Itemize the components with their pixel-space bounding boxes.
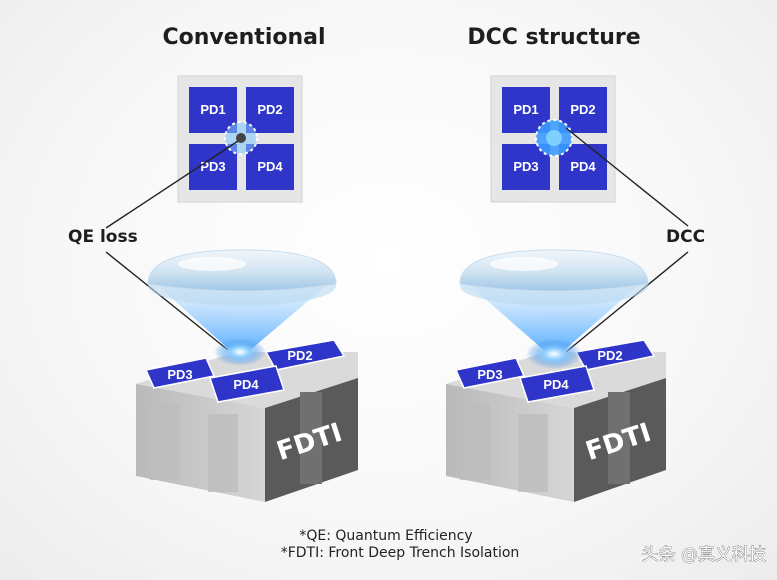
conventional-title: Conventional xyxy=(162,25,325,50)
center-loss-dot xyxy=(236,133,246,143)
footnote-qe: *QE: Quantum Efficiency xyxy=(299,528,472,544)
dcc-pointer-top xyxy=(565,127,689,227)
block-side-stripe xyxy=(300,392,322,484)
block-pixel-pd4 xyxy=(519,365,595,403)
pixel-pd1-label: PD1 xyxy=(200,102,225,117)
conventional-pixel-array: PD1 PD2 PD3 PD4 xyxy=(177,75,303,203)
pixel-pd2-label: PD2 xyxy=(570,102,595,117)
dcc-core xyxy=(546,130,562,146)
lens-dome xyxy=(459,249,649,292)
dcc-pointer-bottom xyxy=(565,251,689,353)
block-front-stripe xyxy=(150,404,180,480)
pixel-pd2 xyxy=(246,87,294,133)
pixel-pd4-label: PD4 xyxy=(257,159,283,174)
block-pd3-label: PD3 xyxy=(167,367,192,382)
block-pd4-label: PD4 xyxy=(233,377,259,392)
block-pixel-pd4 xyxy=(209,365,285,403)
dcc-microlens xyxy=(459,249,649,369)
dcc-title: DCC structure xyxy=(467,25,640,50)
block-pixel-pd3 xyxy=(144,357,216,389)
focus-glow xyxy=(214,338,266,366)
qe-loss-pointer-top xyxy=(105,140,239,229)
lens-dome xyxy=(147,249,337,292)
qe-loss-pointer-bottom xyxy=(105,251,229,351)
pixel-pd2-label: PD2 xyxy=(257,102,282,117)
pixel-pd3 xyxy=(502,144,550,190)
pixel-pd4 xyxy=(246,144,294,190)
block-pd2-label: PD2 xyxy=(287,348,312,363)
block-pixel-pd2 xyxy=(574,339,656,371)
dcc-fdti-block: PD2 PD3 PD4 FDTI xyxy=(446,339,666,502)
lens-highlight xyxy=(178,257,246,271)
conventional-fdti-block: PD2 PD3 PD4 FDTI xyxy=(136,339,358,502)
conventional-microlens xyxy=(147,249,337,366)
block-pd4-label: PD4 xyxy=(543,377,569,392)
dcc-pixel-array: PD1 PD2 PD3 PD4 xyxy=(490,75,616,203)
pixel-pd4-label: PD4 xyxy=(570,159,596,174)
pixel-pd3-label: PD3 xyxy=(200,159,225,174)
watermark-text: 头条 @真义科技 xyxy=(642,545,766,565)
block-pd2-label: PD2 xyxy=(597,348,622,363)
pixel-pd3 xyxy=(189,144,237,190)
block-pixel-pd3 xyxy=(454,357,526,389)
conventional-panel: Conventional PD1 PD2 PD3 PD4 QE loss xyxy=(68,25,358,502)
pixel-pd3-label: PD3 xyxy=(513,159,538,174)
dcc-label: DCC xyxy=(666,227,705,247)
footnote-fdti: *FDTI: Front Deep Trench Isolation xyxy=(281,545,520,561)
block-pixel-pd2 xyxy=(264,339,346,371)
light-spot-dashed-ring xyxy=(224,121,258,155)
dcc-panel: DCC structure PD1 PD2 PD3 PD4 DCC xyxy=(446,25,705,502)
block-front-stripe xyxy=(208,414,238,492)
focus-glow xyxy=(526,339,582,369)
dcc-dashed-ring xyxy=(535,119,573,157)
pixel-pd1-label: PD1 xyxy=(513,102,538,117)
lens-highlight xyxy=(490,257,558,271)
pixel-pd1 xyxy=(189,87,237,133)
block-side-stripe xyxy=(608,392,630,484)
block-front-stripe xyxy=(460,404,490,480)
block-pd3-label: PD3 xyxy=(477,367,502,382)
qe-loss-label: QE loss xyxy=(68,227,138,247)
block-front-stripe xyxy=(518,414,548,492)
